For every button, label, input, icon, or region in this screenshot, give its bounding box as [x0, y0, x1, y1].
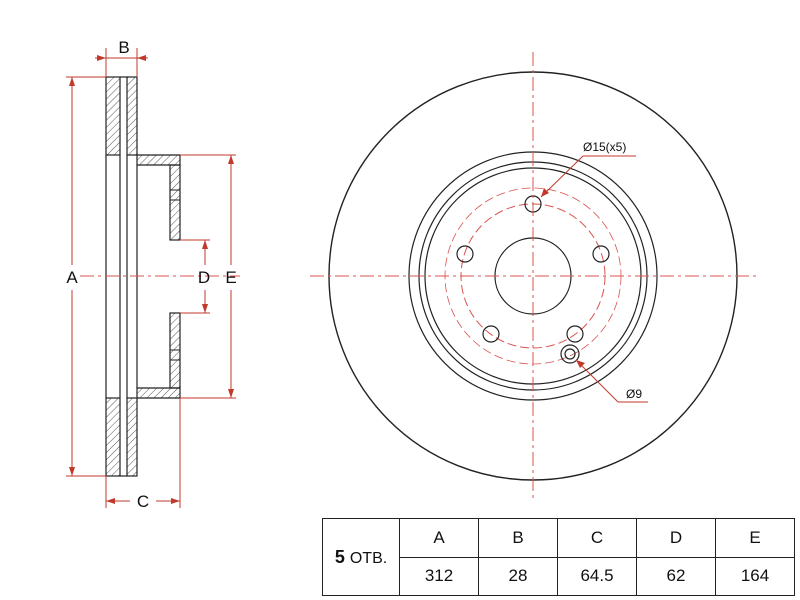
dim-label-b: B [118, 38, 129, 57]
dim-label-a: A [66, 268, 78, 287]
hole-callout-label: Ø15(x5) [583, 140, 626, 154]
dim-label-e: E [225, 268, 236, 287]
bolt-hole-2 [592, 245, 610, 263]
spec-header-e: E [715, 518, 795, 558]
dim-label-c: C [137, 492, 149, 511]
locating-hole-inner [564, 348, 576, 360]
inner-friction-plate-top [126, 76, 138, 156]
spec-header-c: C [557, 518, 637, 558]
hub-hat-section-top [136, 154, 181, 166]
outer-friction-plate-bottom [105, 397, 121, 477]
front-view: Ø15(x5) Ø9 [310, 52, 758, 500]
holes-count-cell: 5 ОТВ. [322, 518, 400, 596]
small-hole-callout-label: Ø9 [626, 387, 642, 401]
spec-value-b: 28 [478, 556, 558, 596]
bolt-hole-4 [482, 325, 500, 343]
spec-value-d: 62 [636, 556, 716, 596]
bolt-circle [460, 203, 606, 349]
hub-step-edge [424, 167, 642, 385]
spec-value-c: 64.5 [557, 556, 637, 596]
spec-header-b: B [478, 518, 558, 558]
dim-label-d: D [198, 268, 210, 287]
hub-hat-section-bottom [136, 387, 181, 399]
outer-friction-plate-top [105, 76, 121, 156]
bolt-hole-5 [456, 245, 474, 263]
holes-count: 5 [334, 546, 345, 567]
side-section-view: A B C D E [66, 38, 240, 511]
spec-table: 5 ОТВ. A B C D E 312 28 64.5 62 164 [322, 518, 795, 596]
locating-hole-outer [560, 344, 580, 364]
inner-friction-plate-bottom [126, 397, 138, 477]
spec-value-a: 312 [399, 556, 479, 596]
spec-header-a: A [399, 518, 479, 558]
spec-header-d: D [636, 518, 716, 558]
hub-face-top [169, 164, 181, 241]
bolt-hole-3 [566, 325, 584, 343]
spec-value-e: 164 [715, 556, 795, 596]
holes-unit: ОТВ. [349, 549, 388, 567]
